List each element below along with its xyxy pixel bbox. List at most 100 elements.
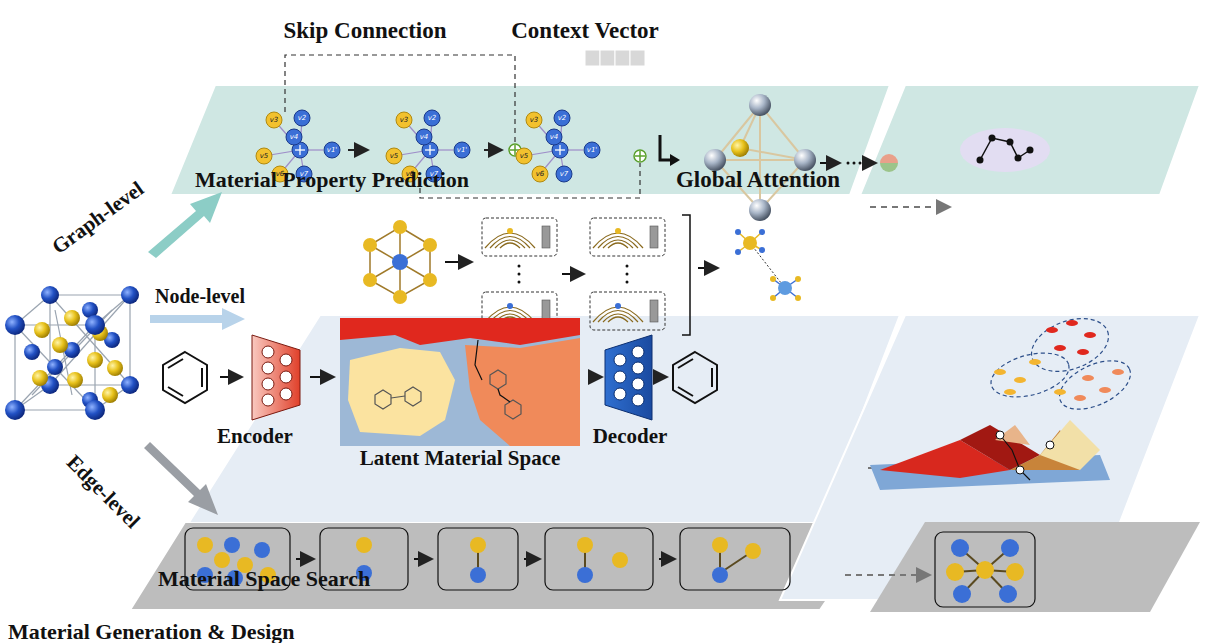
- flow-arrow: [445, 261, 470, 263]
- graph-node: [556, 166, 572, 182]
- annotation: Skip Connection: [284, 19, 447, 42]
- component-label: Decoder: [593, 426, 668, 447]
- node-index: v3: [270, 117, 279, 124]
- graph-node: [526, 112, 542, 128]
- graph-node: [584, 142, 600, 158]
- graph-node: [266, 112, 282, 128]
- generation-steps: [185, 528, 790, 590]
- node-index: v6: [276, 171, 285, 178]
- node-index: v5: [520, 153, 529, 160]
- graph-node: [386, 148, 402, 164]
- graph-result: [960, 128, 1050, 172]
- cluster-result: [986, 309, 1138, 419]
- node-index: v1': [457, 147, 468, 154]
- node-index: v6: [406, 171, 415, 178]
- node-index: v2: [428, 115, 437, 122]
- node-index: v5: [260, 153, 269, 160]
- plane-title: Material Property Prediction: [195, 167, 469, 193]
- node-graph: [370, 227, 430, 297]
- graph-node: [396, 112, 412, 128]
- message-edge: [568, 149, 583, 150]
- node-index: v4: [550, 134, 559, 141]
- message-boxes: [482, 218, 665, 330]
- context-vector: [585, 50, 645, 66]
- crystal-atoms: [5, 286, 139, 420]
- node-index: v7: [430, 171, 439, 178]
- aggregate-sign: [429, 145, 430, 155]
- box-dot: [507, 303, 513, 309]
- encoder: [252, 335, 300, 420]
- graph-node: [294, 110, 310, 126]
- node-index: v4: [290, 134, 299, 141]
- graph-node: [454, 142, 470, 158]
- result-arrow: [845, 574, 928, 576]
- box-dot: [615, 228, 621, 234]
- graph-node: [272, 166, 288, 182]
- node-index: v2: [558, 115, 567, 122]
- plane-fill: [170, 85, 890, 195]
- level-label: Graph-level: [48, 178, 147, 258]
- flow-arrow: [562, 273, 582, 275]
- plane-title: Material Space Search: [158, 566, 370, 592]
- crystal-cube: [15, 295, 130, 410]
- graph-node: [324, 142, 340, 158]
- graph-node: [424, 110, 440, 126]
- graph-node: [426, 166, 442, 182]
- graph-node: [554, 110, 570, 126]
- graph-node: [532, 166, 548, 182]
- node-index: v4: [420, 134, 429, 141]
- skip-connection: [285, 55, 640, 198]
- node-index: v6: [536, 171, 545, 178]
- node-index: v3: [400, 117, 409, 124]
- task-plane: Material Generation & Design: [6, 522, 880, 643]
- level-label: Edge-level: [63, 452, 144, 533]
- vertical-dots: [518, 265, 629, 284]
- box-dot: [615, 303, 621, 309]
- layer-graphs: [256, 110, 600, 182]
- node-index: v1': [587, 147, 598, 154]
- node-index: v5: [390, 153, 399, 160]
- aggregate-sign: [299, 145, 300, 155]
- flow-arrow: [698, 267, 716, 269]
- level-arrows: [144, 192, 245, 515]
- message-edge: [308, 149, 323, 150]
- decoder: [605, 335, 652, 420]
- generated-structure: [935, 532, 1035, 607]
- graph-node: [402, 166, 418, 182]
- component-label: Latent Material Space: [360, 448, 561, 469]
- graph-node: [256, 148, 272, 164]
- result-arrow: [870, 206, 948, 208]
- graph-node: [296, 166, 312, 182]
- annotation: Global Attention: [676, 168, 840, 191]
- step-atoms: [197, 537, 761, 586]
- annotation: Context Vector: [511, 19, 659, 42]
- graph-node: [286, 129, 302, 145]
- step-bonds: [478, 548, 750, 573]
- aggregate-sign: [559, 145, 560, 155]
- message-bars: [542, 226, 658, 322]
- component-label: Encoder: [217, 426, 293, 447]
- graph-node: [416, 129, 432, 145]
- message-edge: [438, 149, 453, 150]
- level-label: Node-level: [155, 286, 245, 306]
- graph-node: [546, 129, 562, 145]
- landscape-result: [870, 420, 1110, 490]
- node-embedding: [735, 229, 801, 301]
- bracket: [682, 215, 690, 335]
- graph-node: [516, 148, 532, 164]
- plane-title: Material Generation & Design: [8, 619, 295, 643]
- message-arcs: [485, 233, 643, 322]
- attention-atoms: [704, 94, 816, 221]
- box-dot: [507, 228, 513, 234]
- attention-arrowhead: [670, 154, 680, 166]
- latent-space: [340, 318, 580, 446]
- node-index: v7: [300, 171, 309, 178]
- node-index: v7: [560, 171, 569, 178]
- node-index: v3: [530, 117, 539, 124]
- node-index: v1': [327, 147, 338, 154]
- node-graph-atoms: [363, 220, 437, 304]
- node-index: v2: [298, 115, 307, 122]
- plane-fill: [130, 522, 880, 610]
